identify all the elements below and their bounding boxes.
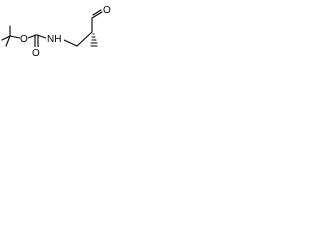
bond-aldehyde-double-2 [92,9,102,16]
hashed-wedge-methyl [90,33,98,47]
atom-carbonyl-oxygen: O [32,48,40,59]
structural-formula: O O NH O [1,4,112,59]
bond-carbonyl-to-nh [36,34,47,39]
label-bg-carbonyl-oxygen [32,47,40,57]
atom-nh: NH [47,34,61,45]
atom-ester-oxygen: O [20,34,28,45]
bond-ch2-to-ch [76,31,93,47]
atom-aldehyde-oxygen: O [103,5,111,16]
label-bg-ester-oxygen [20,33,28,43]
bond-tbu-to-oxygen [9,35,21,39]
bond-tbu-methyl-bottom [5,35,11,47]
bond-nh-to-ch2 [63,39,78,47]
bond-tbu-methyl-left [1,35,11,41]
label-bg-aldehyde-oxygen [103,4,112,15]
label-bg-nh [46,32,64,43]
bond-aldehyde-double-1 [91,11,103,19]
